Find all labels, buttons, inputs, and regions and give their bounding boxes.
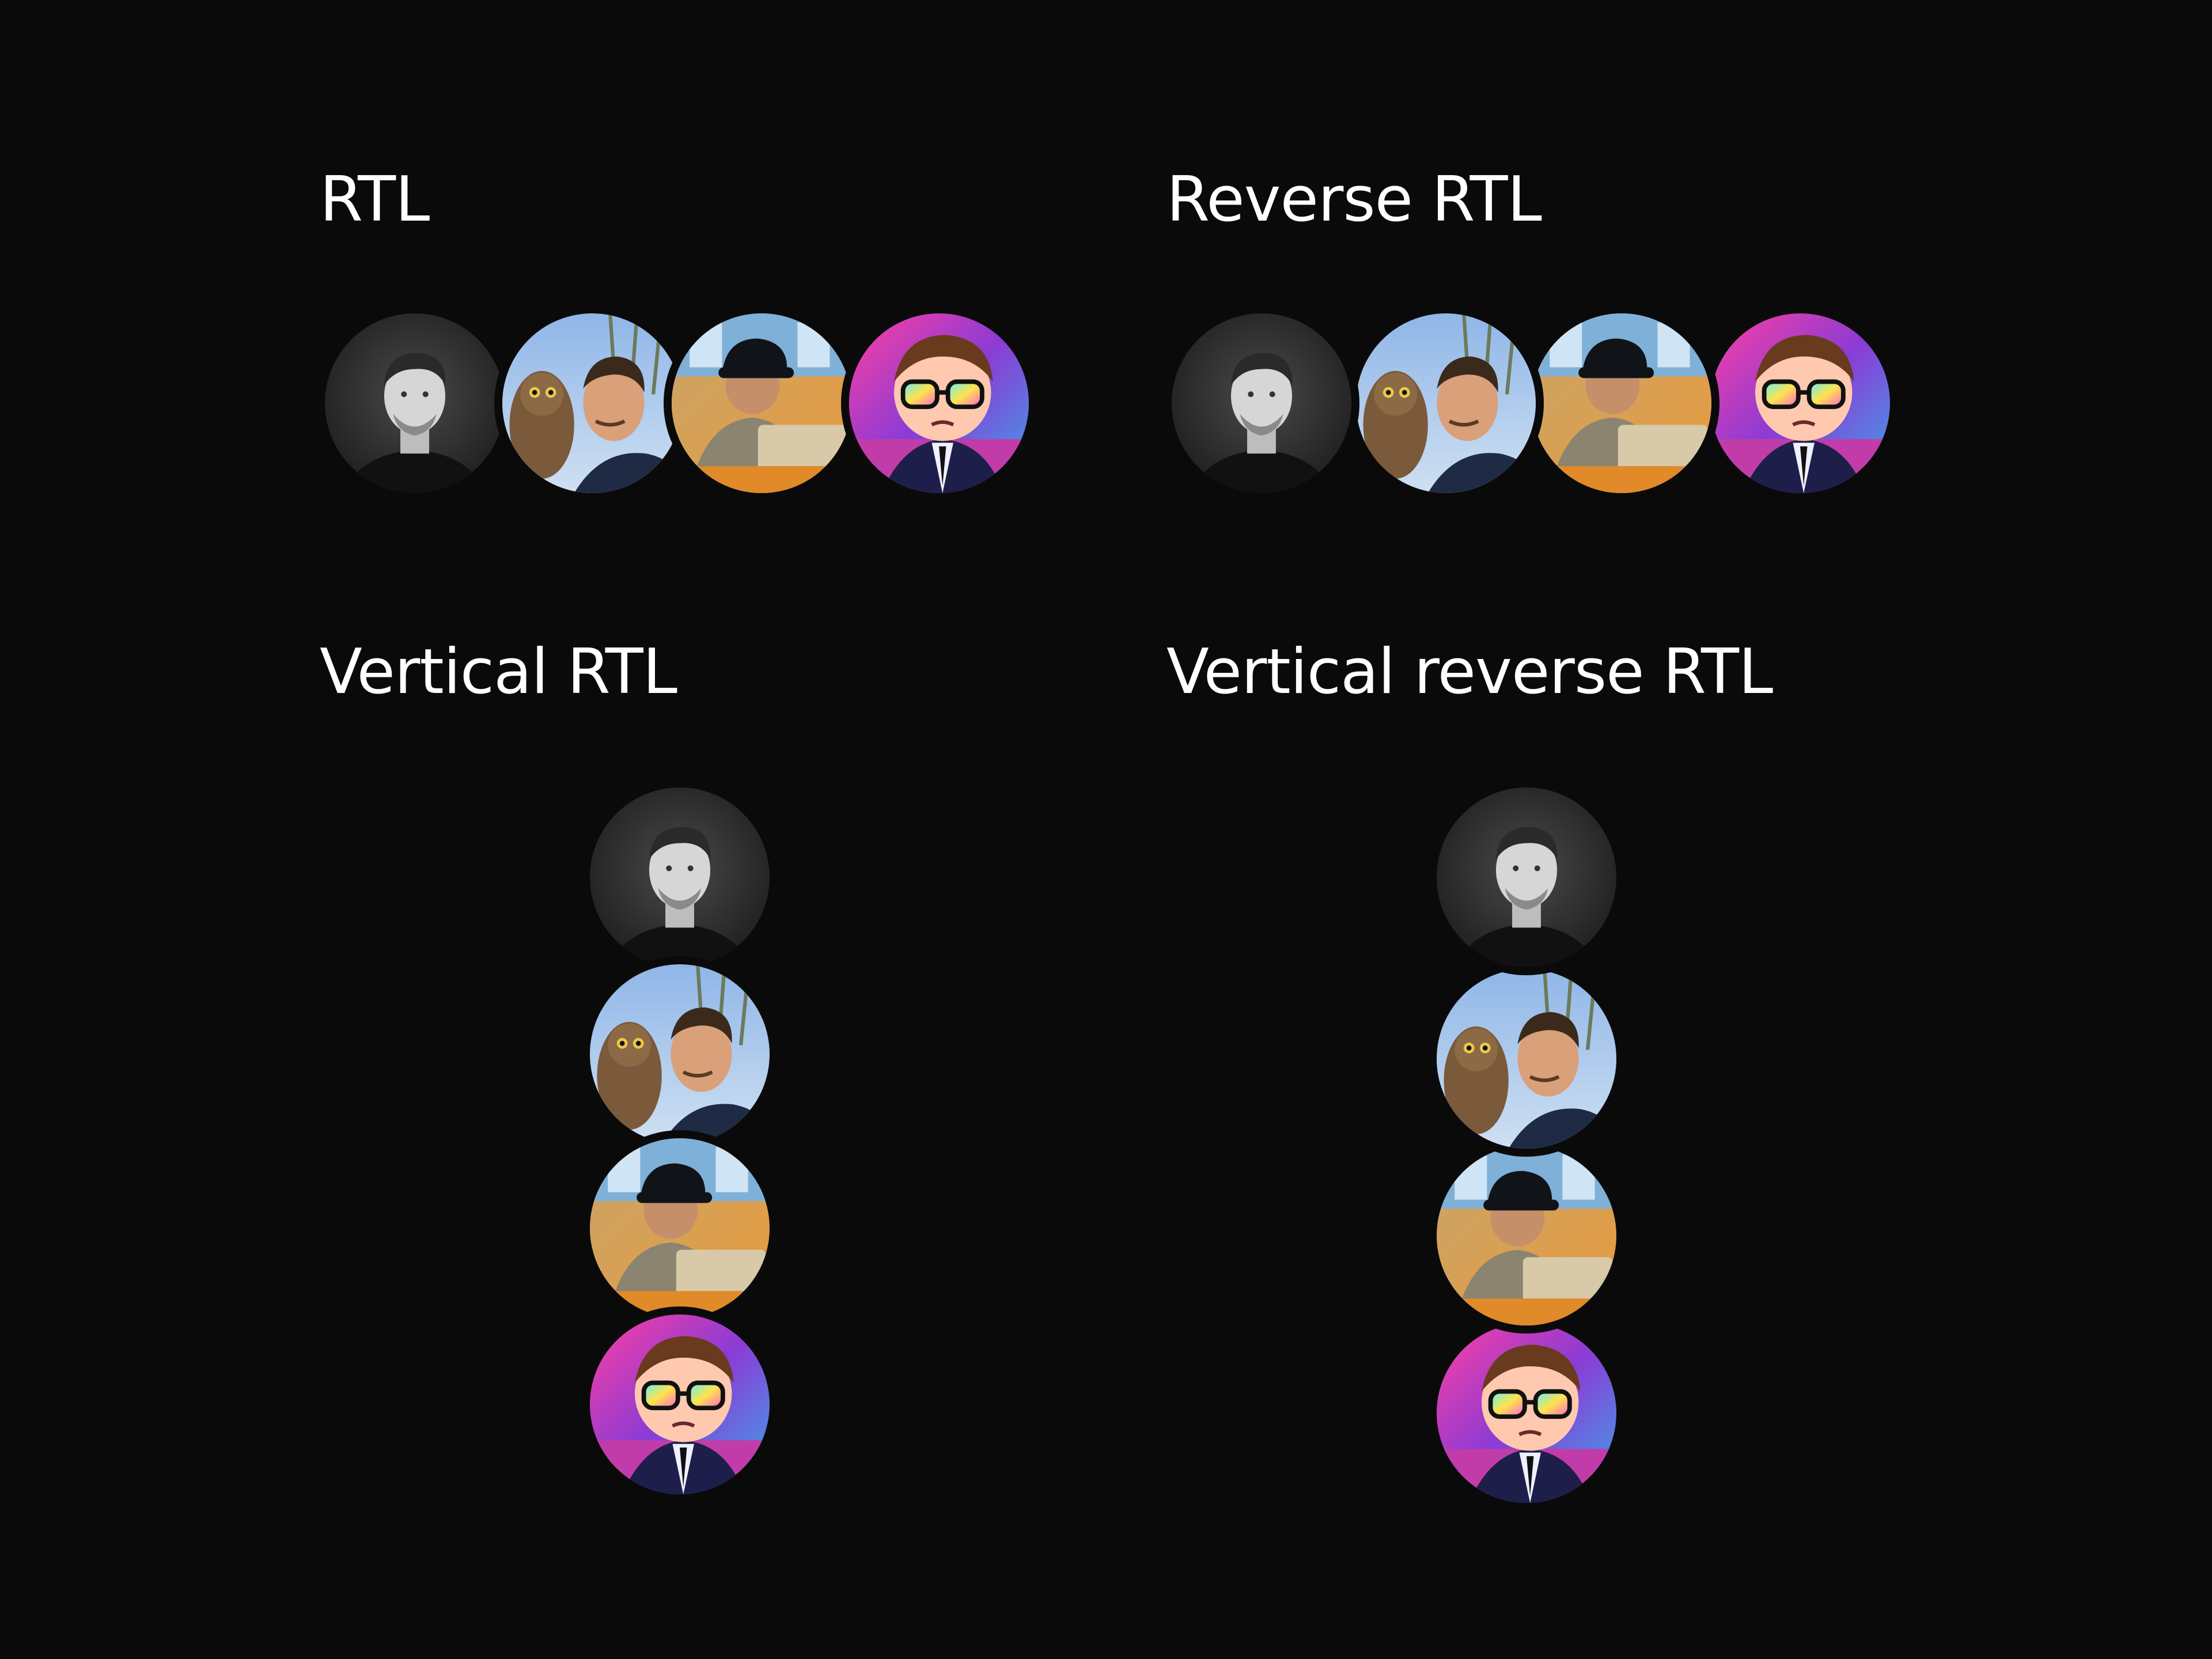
avatar-man-with-owl[interactable]: [494, 305, 690, 501]
avatar-man-with-owl[interactable]: [1348, 305, 1544, 501]
section-title-reverse-rtl: Reverse RTL: [1166, 164, 1542, 236]
avatar-cartoon-with-sunglasses[interactable]: [1429, 1315, 1624, 1511]
avatar-bw-portrait[interactable]: [582, 779, 778, 975]
avatar-cartoon-with-sunglasses[interactable]: [1702, 305, 1898, 501]
avatar-person-with-cap-laptop[interactable]: [582, 1130, 778, 1326]
avatar-cartoon-with-sunglasses[interactable]: [582, 1306, 778, 1502]
avatar-person-with-cap-laptop[interactable]: [1429, 1138, 1624, 1334]
avatar-cartoon-with-sunglasses[interactable]: [841, 305, 1037, 501]
section-title-vertical-rtl: Vertical RTL: [320, 636, 677, 708]
section-title-rtl: RTL: [320, 164, 430, 236]
avatar-bw-portrait[interactable]: [1164, 305, 1359, 501]
avatar-man-with-owl[interactable]: [582, 956, 778, 1152]
avatar-person-with-cap-laptop[interactable]: [1524, 305, 1719, 501]
avatar-bw-portrait[interactable]: [317, 305, 513, 501]
avatar-man-with-owl[interactable]: [1429, 961, 1624, 1157]
avatar-person-with-cap-laptop[interactable]: [664, 305, 859, 501]
section-title-vertical-reverse-rtl: Vertical reverse RTL: [1166, 636, 1773, 708]
avatar-bw-portrait[interactable]: [1429, 779, 1624, 975]
